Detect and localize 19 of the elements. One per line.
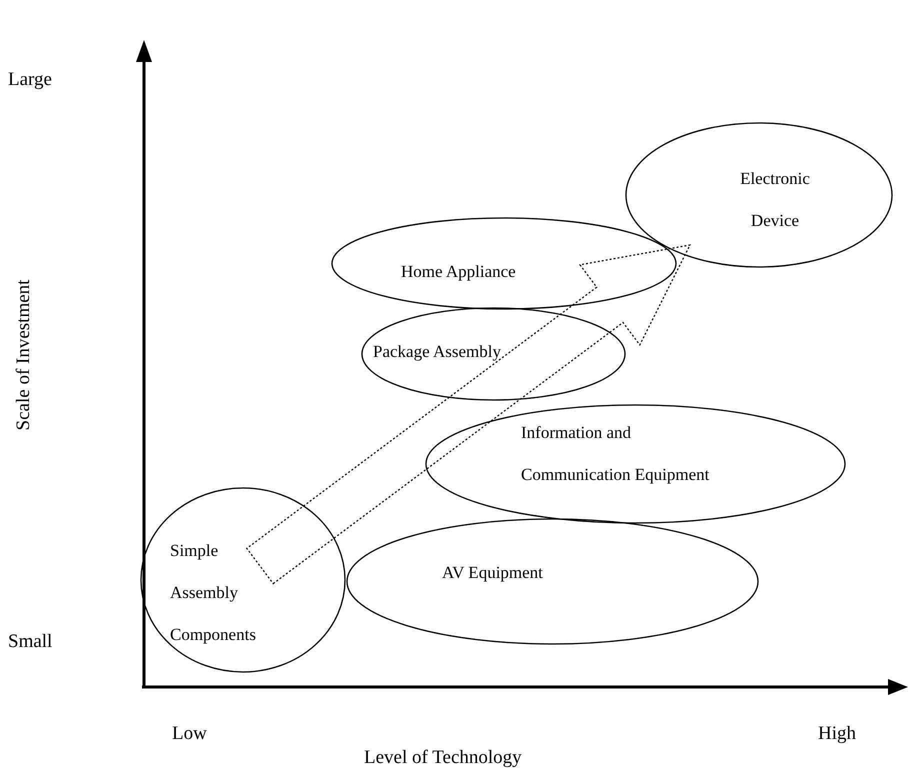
ellipse <box>625 122 893 268</box>
ellipse <box>425 404 846 524</box>
node-label: Home Appliance <box>401 261 517 283</box>
axis-label: Low <box>172 722 207 746</box>
axis-title: Level of Technology <box>364 746 522 770</box>
node-label: Information and Communication Equipment <box>521 422 710 486</box>
ellipse <box>140 487 346 673</box>
node-label: Simple Assembly Components <box>170 540 257 646</box>
axis-label: Large <box>8 68 52 92</box>
node-label: Electronic Device <box>739 168 811 232</box>
node-label: AV Equipment <box>442 562 544 584</box>
axis-label: High <box>818 722 856 746</box>
block-arrow <box>246 244 692 584</box>
ellipse <box>346 518 759 645</box>
ellipse <box>331 217 677 310</box>
ellipse <box>361 307 626 401</box>
axis-label: Small <box>8 630 52 654</box>
node-label: Package Assembly <box>373 341 502 363</box>
axis-title: Scale of Investment <box>12 280 35 430</box>
